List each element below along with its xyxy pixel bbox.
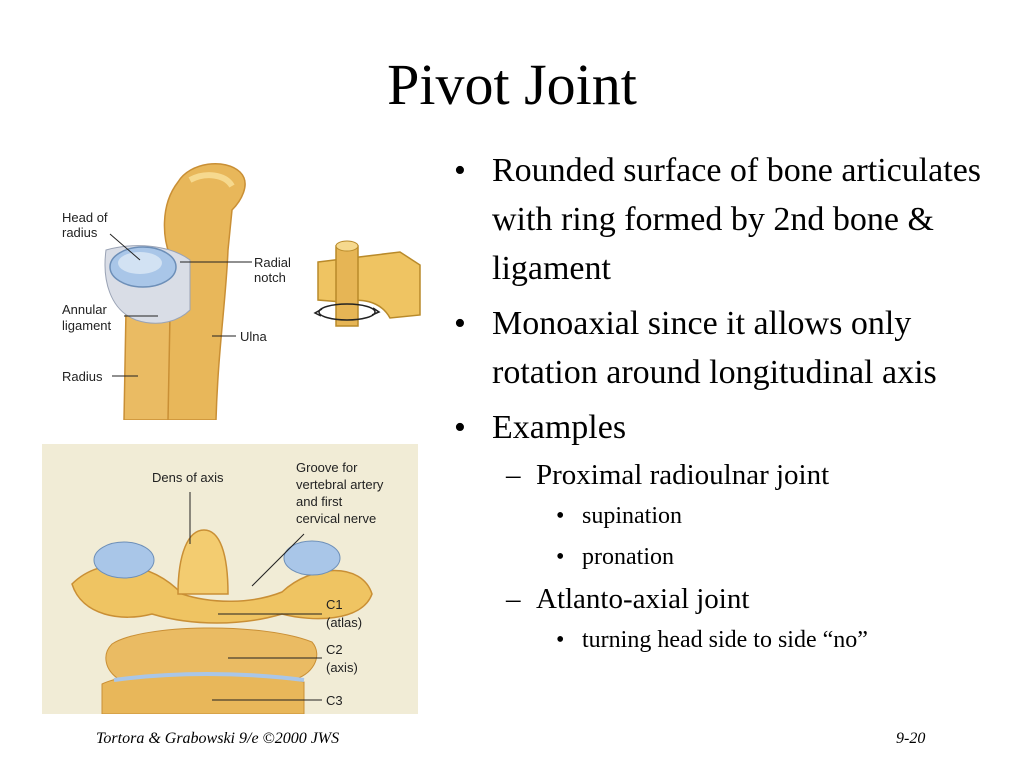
- sub-bullet-text: Atlanto-axial joint: [536, 583, 750, 615]
- label-groove-4: cervical nerve: [296, 511, 376, 526]
- pivot-model: [313, 240, 421, 327]
- slide-number: 9-20: [896, 730, 926, 747]
- left-facet-cartilage: [93, 541, 155, 579]
- bullet-item: • Examples: [452, 403, 1012, 452]
- label-groove-1: Groove for: [296, 460, 358, 475]
- label-head-of-radius-2: radius: [62, 225, 98, 240]
- sub-sub-bullet-item: • pronation: [452, 537, 1012, 578]
- radioulnar-joint-illustration: Head of radius Radial notch Annular liga…: [62, 163, 421, 420]
- bullet-text: Rounded surface of bone articulates with…: [492, 152, 982, 287]
- bullet-list: • Rounded surface of bone articulates wi…: [452, 146, 1012, 661]
- label-c1-atlas: (atlas): [326, 615, 362, 630]
- bullet-text: Examples: [492, 409, 627, 446]
- bullet-item: • Rounded surface of bone articulates wi…: [452, 146, 1012, 293]
- dash-icon: –: [506, 459, 521, 491]
- bullet-dot-icon: •: [556, 627, 565, 653]
- intervertebral-disc: [113, 672, 305, 682]
- label-groove-2: vertebral artery: [296, 477, 384, 492]
- bullet-dot-icon: •: [556, 503, 565, 529]
- label-annular-ligament-1: Annular: [62, 302, 107, 317]
- atlanto-axial-illustration: Dens of axis Groove for vertebral artery…: [42, 444, 418, 714]
- sub-bullet-text: Proximal radioulnar joint: [536, 459, 830, 491]
- sub-sub-bullet-text: pronation: [582, 544, 674, 570]
- sub-sub-bullet-text: supination: [582, 503, 682, 529]
- bullet-item: • Monoaxial since it allows only rotatio…: [452, 299, 1012, 397]
- label-radius: Radius: [62, 369, 103, 384]
- dens: [177, 529, 229, 595]
- bullet-text: Monoaxial since it allows only rotation …: [492, 305, 937, 391]
- label-c1: C1: [326, 597, 343, 612]
- bullet-dot-icon: •: [454, 305, 466, 342]
- right-facet-cartilage: [283, 540, 341, 576]
- label-annular-ligament-2: ligament: [62, 318, 112, 333]
- label-radial-notch-1: Radial: [254, 255, 291, 270]
- label-c2-axis: (axis): [326, 660, 358, 675]
- sub-bullet-item: – Proximal radioulnar joint: [452, 454, 1012, 496]
- sub-sub-bullet-item: • supination: [452, 496, 1012, 537]
- bullet-dot-icon: •: [454, 409, 466, 446]
- label-c3: C3: [326, 693, 343, 708]
- label-dens-of-axis: Dens of axis: [152, 470, 224, 485]
- bullet-dot-icon: •: [454, 152, 466, 189]
- sub-sub-bullet-text: turning head side to side “no”: [582, 627, 868, 653]
- label-radial-notch-2: notch: [254, 270, 286, 285]
- sub-bullet-item: – Atlanto-axial joint: [452, 578, 1012, 620]
- sub-sub-bullet-item: • turning head side to side “no”: [452, 620, 1012, 661]
- label-ulna: Ulna: [240, 329, 268, 344]
- label-head-of-radius-1: Head of: [62, 210, 108, 225]
- dash-icon: –: [506, 583, 521, 615]
- bullet-dot-icon: •: [556, 544, 565, 570]
- footer-citation: Tortora & Grabowski 9/e ©2000 JWS: [96, 730, 340, 747]
- slide-title: Pivot Joint: [387, 52, 637, 117]
- label-groove-3: and first: [296, 494, 343, 509]
- label-c2: C2: [326, 642, 343, 657]
